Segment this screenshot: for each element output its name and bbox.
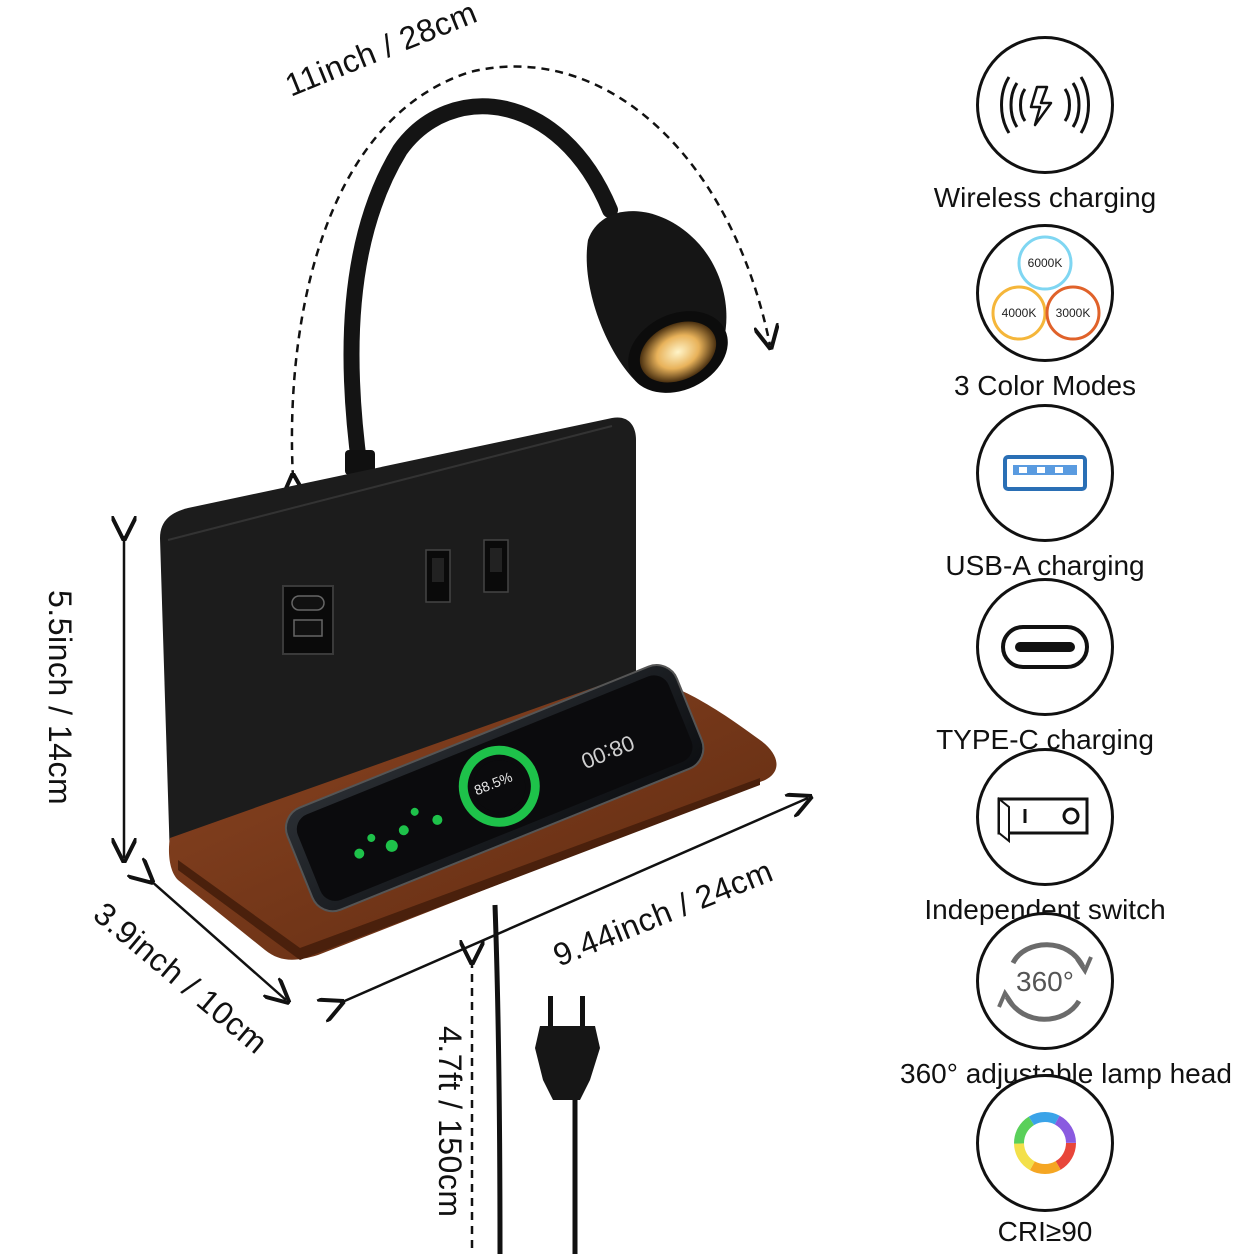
usb-port-panel — [282, 585, 334, 655]
feature-caption: USB-A charging — [945, 550, 1145, 581]
power-cord — [492, 904, 503, 1255]
feature-360: 360° 360° adjustable lamp head — [900, 912, 1232, 1090]
back-panel — [160, 417, 636, 860]
feature-caption: CRI≥90 — [997, 1216, 1093, 1247]
feature-switch: Independent switch — [900, 748, 1190, 926]
height-label: 5.5inch / 14cm — [42, 590, 78, 806]
feature-usb-a: USB-A charging — [900, 404, 1190, 582]
gooseneck-arm — [343, 98, 618, 478]
temp-3000k-label: 3000K — [1056, 306, 1091, 320]
usb-a-icon — [976, 404, 1114, 542]
color-modes-icon: 6000K 4000K 3000K — [976, 224, 1114, 362]
eu-plug — [535, 996, 600, 1100]
temp-6000k-label: 6000K — [1028, 256, 1063, 270]
wireless-charging-icon — [976, 36, 1114, 174]
switch-icon — [976, 748, 1114, 886]
width-dimension-line — [340, 798, 808, 1003]
rotate-360-icon: 360° — [976, 912, 1114, 1050]
feature-usb-c: TYPE-C charging — [900, 578, 1190, 756]
color-ring-icon — [976, 1074, 1114, 1212]
cord-length-label: 4.7ft / 150cm — [432, 1026, 468, 1218]
feature-caption: 3 Color Modes — [953, 370, 1137, 401]
rotate-360-badge: 360° — [1016, 966, 1074, 997]
feature-wireless-charging: Wireless charging — [900, 36, 1190, 214]
temp-4000k-label: 4000K — [1002, 306, 1037, 320]
usb-c-icon — [976, 578, 1114, 716]
rocker-switches — [425, 539, 509, 603]
feature-color-modes: 6000K 4000K 3000K 3 Color Modes — [900, 224, 1190, 402]
lamp-head — [586, 211, 728, 393]
feature-cri: CRI≥90 — [900, 1074, 1190, 1248]
depth-dimension-line — [150, 880, 286, 1000]
feature-caption: Wireless charging — [933, 182, 1157, 213]
